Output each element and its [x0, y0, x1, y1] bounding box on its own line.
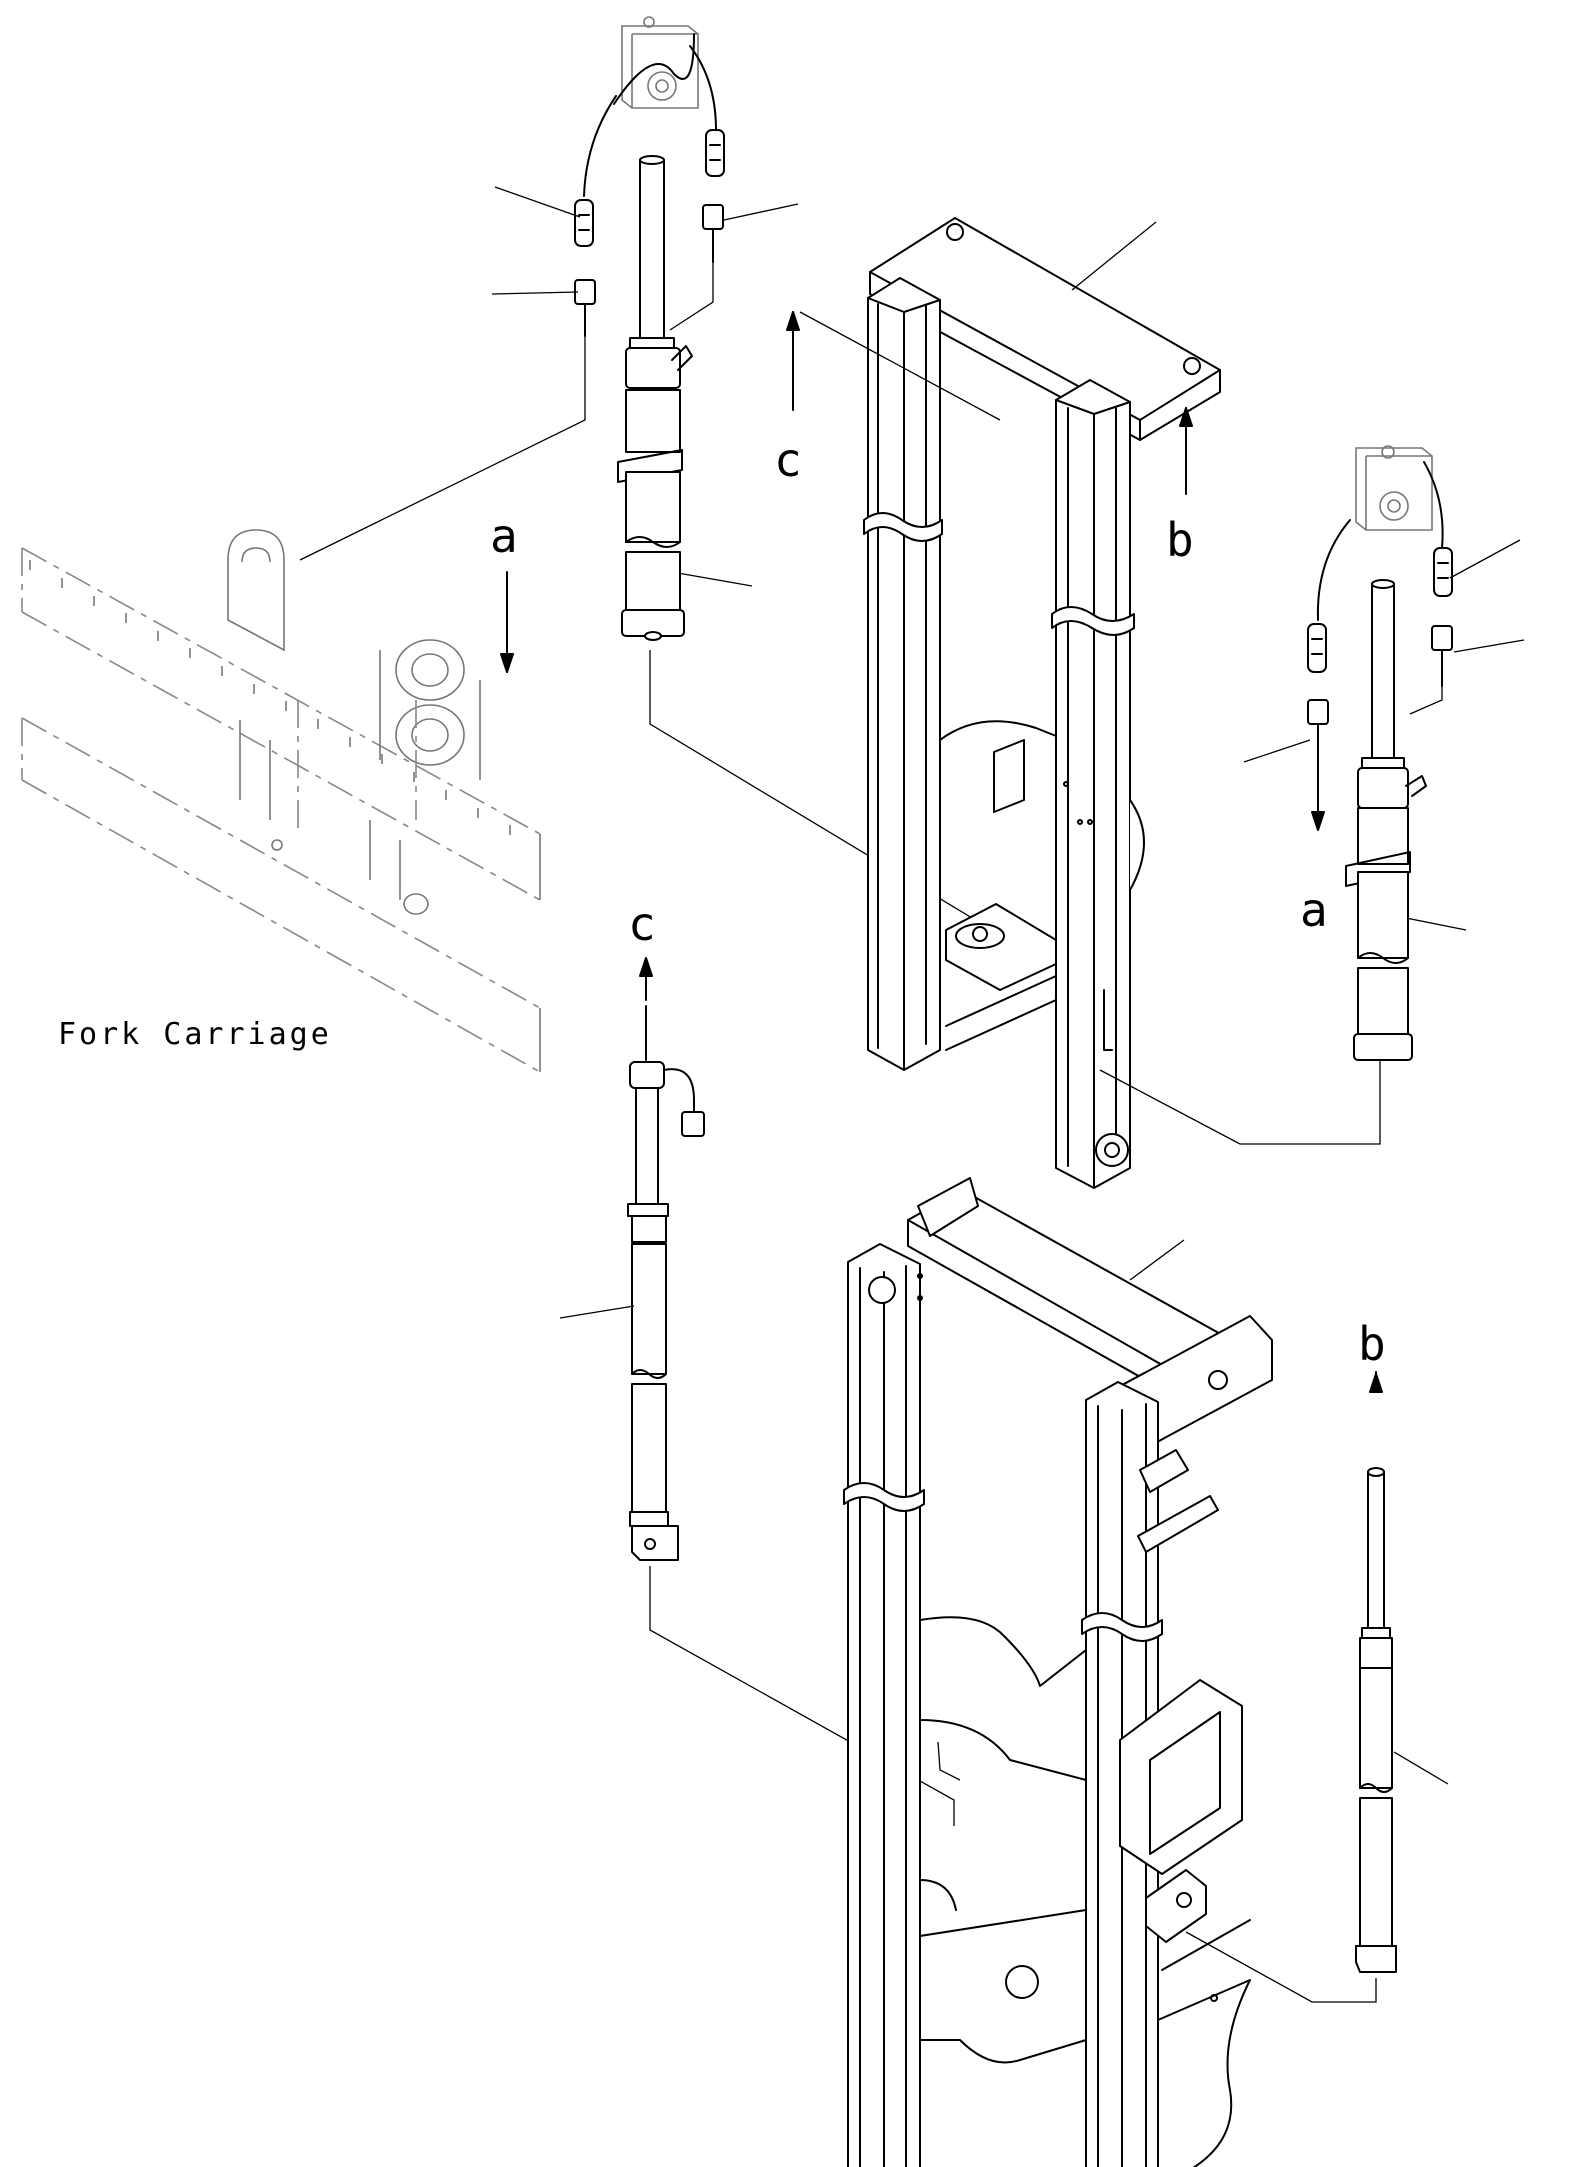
inner-mast [786, 217, 1221, 1189]
label-b-right: b [1358, 1317, 1386, 1371]
lift-cylinder-1 [299, 16, 983, 964]
label-c-left: c [628, 897, 656, 951]
free-lift-cylinder [559, 957, 955, 1826]
fork-carriage-label: Fork Carriage [58, 1017, 332, 1052]
label-a-right: a [1300, 883, 1328, 937]
lift-cylinder-2 [1099, 445, 1525, 1145]
free-lift-cylinder-2 [1185, 1371, 1449, 2003]
label-c-top: c [774, 433, 802, 487]
label-a-top: a [490, 509, 518, 563]
outer-mast [843, 1177, 1273, 2167]
fork-carriage [21, 529, 541, 1073]
label-b-top: b [1166, 513, 1194, 567]
